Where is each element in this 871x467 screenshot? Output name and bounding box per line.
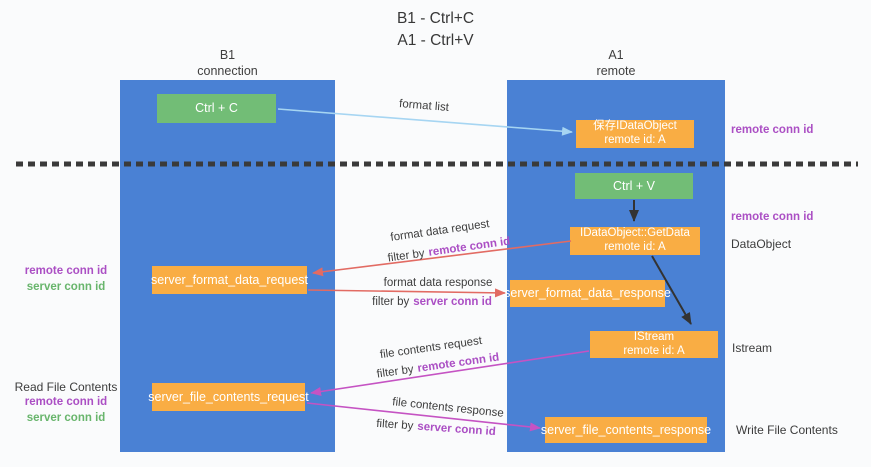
- istream-line2: remote id: A: [623, 344, 685, 357]
- istream-line1: IStream: [633, 330, 675, 343]
- format-data-response-arrow: [307, 288, 506, 298]
- format-list-label: format list: [398, 98, 450, 114]
- left-bottom-labels-block: Read File Contents remote conn id server…: [12, 379, 120, 426]
- lane-a1-subtitle: remote: [596, 63, 636, 78]
- dataobject-label: DataObject: [731, 237, 792, 251]
- left-mid-server-conn-id-label: server conn id: [26, 280, 106, 293]
- diagram-title: B1 - Ctrl+C A1 - Ctrl+V: [0, 8, 871, 51]
- server-format-data-request-box: server_format_data_request: [150, 266, 309, 294]
- ctrl-c-box: Ctrl + C: [157, 94, 276, 123]
- lane-header-b1: B1 connection: [120, 48, 335, 79]
- filter-by-text: filter by: [372, 296, 410, 308]
- getdata-line2: remote id: A: [604, 241, 666, 253]
- format-data-response-label: format data response: [383, 277, 493, 289]
- left-mid-conn-id-block: remote conn id server conn id: [16, 264, 116, 295]
- ctrl-c-label: Ctrl + C: [195, 101, 238, 115]
- title-line-2: A1 - Ctrl+V: [397, 31, 474, 49]
- ctrl-v-box: Ctrl + V: [575, 173, 693, 199]
- lane-a1-name: A1: [608, 48, 624, 62]
- lane-b1-subtitle: connection: [197, 63, 258, 78]
- server-file-contents-response-box: server_file_contents_response: [541, 417, 711, 443]
- right-top-remote-conn-id-label: remote conn id: [731, 124, 814, 136]
- filter-by-text: filter by: [375, 417, 414, 433]
- server-format-data-response-box: server_format_data_response: [504, 280, 671, 307]
- server-file-contents-response-label: server_file_contents_response: [540, 422, 712, 437]
- save-idataobject-line1: 保存IDataObject: [593, 120, 677, 133]
- right-mid-remote-conn-id-label: remote conn id: [731, 211, 814, 223]
- left-bottom-server-conn-id-label: server conn id: [26, 411, 106, 424]
- remote-conn-id-text: remote conn id: [427, 235, 511, 259]
- remote-conn-id-text: remote conn id: [416, 351, 500, 375]
- istream-side-label: Istream: [732, 341, 773, 355]
- save-idataobject-line2: remote id: A: [604, 134, 666, 146]
- istream-box: IStream remote id: A: [590, 331, 718, 358]
- server-file-contents-request-box: server_file_contents_request: [148, 383, 309, 411]
- idataobject-getdata-box: IDataObject::GetData remote id: A: [570, 227, 700, 255]
- left-mid-remote-conn-id-label: remote conn id: [24, 265, 108, 277]
- server-format-data-request-label: server_format_data_request: [150, 272, 309, 287]
- lane-header-a1: A1 remote: [507, 48, 725, 79]
- left-bottom-remote-conn-id-label: remote conn id: [24, 396, 108, 409]
- server-conn-id-text: server conn id: [416, 420, 497, 439]
- filter-by-text: filter by: [376, 363, 415, 381]
- read-file-contents-label: Read File Contents: [14, 380, 118, 394]
- getdata-line1: IDataObject::GetData: [580, 227, 690, 240]
- server-format-data-response-label: server_format_data_response: [504, 286, 671, 300]
- write-file-contents-label: Write File Contents: [736, 423, 838, 437]
- save-idataobject-box: 保存IDataObject remote id: A: [576, 120, 694, 148]
- lane-b1-name: B1: [219, 48, 236, 62]
- title-line-1: B1 - Ctrl+C: [396, 10, 475, 27]
- file-contents-response-label: file contents response: [391, 396, 505, 420]
- server-file-contents-request-label: server_file_contents_request: [148, 389, 309, 404]
- ctrl-v-label: Ctrl + V: [612, 178, 656, 193]
- filter-by-text: filter by: [387, 247, 426, 265]
- server-conn-id-text: server conn id: [413, 296, 492, 308]
